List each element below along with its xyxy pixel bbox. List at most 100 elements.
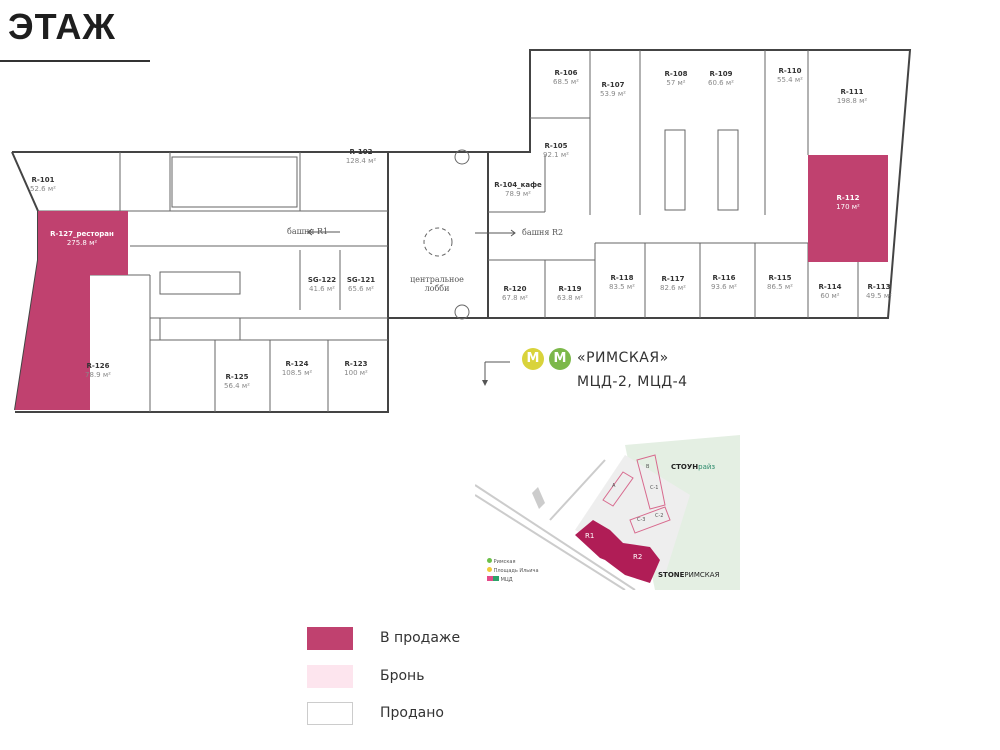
room-number: R-105: [544, 142, 568, 150]
map-r1: R1: [585, 532, 595, 540]
map-building-c1: C-1: [650, 485, 659, 491]
map-building-c2: C-2: [655, 513, 664, 519]
room-area: 170 м²: [836, 203, 860, 211]
room-number: R-118: [610, 274, 634, 282]
room-area: 60.6 м²: [708, 79, 734, 87]
map-brand-top-2: райз: [698, 463, 716, 471]
room-number: R-117: [661, 275, 685, 283]
room-area: 57 м²: [666, 79, 686, 87]
room-area: 56.4 м²: [224, 382, 250, 390]
room-number: R-119: [558, 285, 582, 293]
room-area: 52.6 м²: [30, 185, 56, 193]
map-legend-3-label: МЦД: [500, 577, 513, 583]
room-area: 67.8 м²: [502, 294, 528, 302]
map-legend-3: МЦД: [487, 576, 513, 583]
map-drawing: [475, 435, 740, 590]
metro-lines: МЦД-2, МЦД-4: [577, 374, 688, 390]
map-legend-2: Площадь Ильича: [487, 567, 539, 574]
map-brand-top: СТОУНрайз: [671, 463, 715, 471]
room-area: 93.6 м²: [711, 283, 737, 291]
room-number: R-123: [344, 360, 368, 368]
room-number: SG-121: [346, 276, 376, 284]
metro-station: «РИМСКАЯ»: [577, 350, 669, 366]
room-r112-fill[interactable]: [808, 155, 888, 262]
legend-swatch-sold: [307, 702, 353, 725]
room-area: 68.5 м²: [553, 78, 579, 86]
room-area: 63.8 м²: [557, 294, 583, 302]
room-area: 108.5 м²: [281, 369, 313, 377]
room-number: R-116: [712, 274, 736, 282]
room-area: 60 м²: [820, 292, 840, 300]
room-number: SG-122: [307, 276, 337, 284]
room-number: R-104_кафе: [494, 181, 542, 189]
room-number: R-125: [225, 373, 249, 381]
room-number: R-107: [601, 81, 625, 89]
room-r127-fill[interactable]: [15, 211, 128, 410]
room-number: R-126: [86, 362, 110, 370]
room-area: 55.4 м²: [777, 76, 803, 84]
room-number: R-109: [709, 70, 733, 78]
metro-icon-yellow: М: [522, 348, 544, 370]
room-number: R-120: [503, 285, 527, 293]
room-area: 86.5 м²: [767, 283, 793, 291]
tower-r1-label: башня R1: [287, 227, 329, 236]
map-r2: R2: [633, 553, 643, 561]
room-area: 83.5 м²: [609, 283, 635, 291]
room-area: 92.1 м²: [543, 151, 569, 159]
room-number: R-111: [840, 88, 864, 96]
legend-swatch-sale: [307, 627, 353, 650]
room-area: 100 м²: [344, 369, 368, 377]
map-building-a: A: [612, 483, 616, 489]
room-area: 65.6 м²: [348, 285, 374, 293]
room-area: 198.8 м²: [836, 97, 868, 105]
map-brand-bottom: STONEРИМСКАЯ: [658, 571, 719, 579]
map-building-b: B: [646, 464, 650, 470]
room-number: R-115: [768, 274, 792, 282]
room-number: R-114: [818, 283, 842, 291]
room-area: 41.6 м²: [309, 285, 335, 293]
room-number: R-108: [664, 70, 688, 78]
legend-swatch-reserved: [307, 665, 353, 688]
map-legend-1: Римская: [487, 558, 515, 565]
lobby-label-2: лобби: [424, 284, 450, 293]
room-area: 78.9 м²: [505, 190, 531, 198]
room-area: 82.6 м²: [660, 284, 686, 292]
room-number: R-102: [349, 148, 373, 156]
room-number: R-113: [867, 283, 891, 291]
map-building-c3: C-3: [637, 517, 646, 523]
room-number: R-110: [778, 67, 802, 75]
room-number: R-127_ресторан: [50, 230, 114, 238]
title-underline: [0, 60, 150, 62]
map-brand-bottom-1: STONE: [658, 571, 685, 579]
page-title: ЭТАЖ: [8, 6, 116, 47]
legend-label-sale: В продаже: [380, 630, 461, 646]
room-number: R-124: [285, 360, 309, 368]
